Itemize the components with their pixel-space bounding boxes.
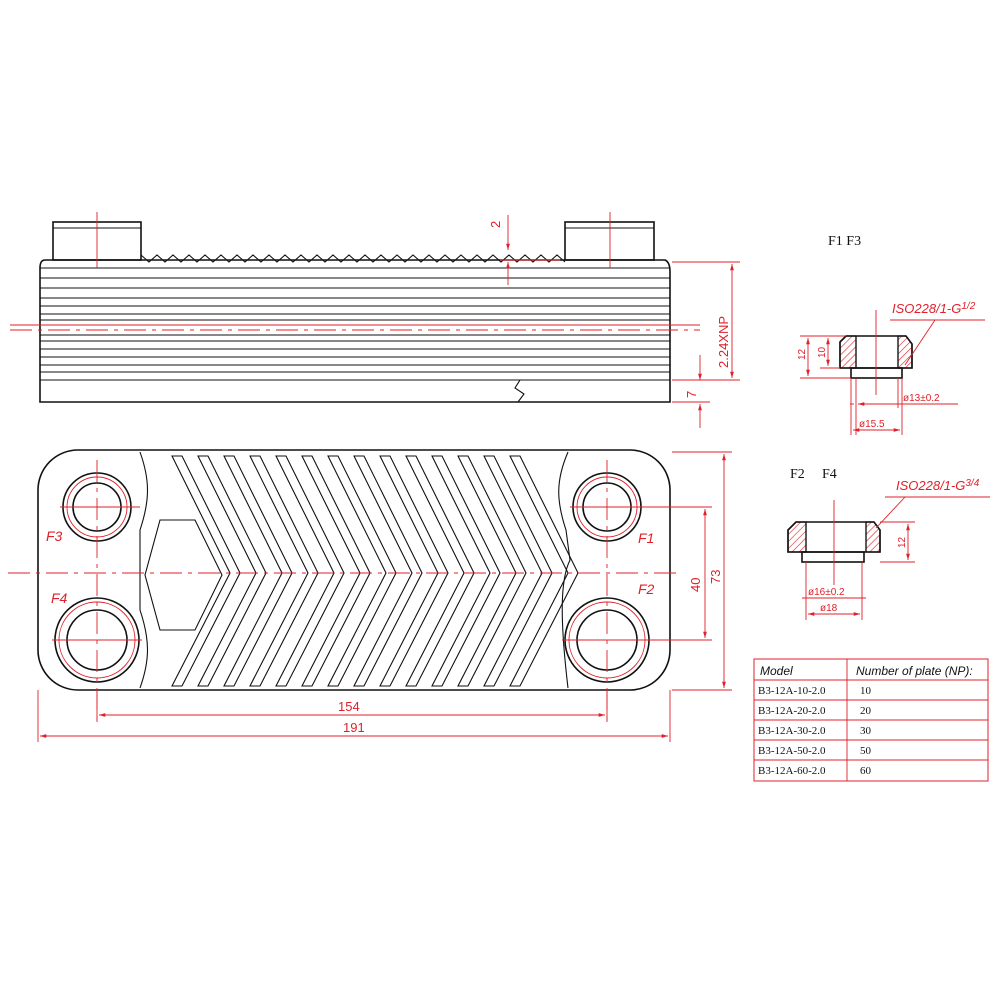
chevron <box>509 455 579 687</box>
chevron <box>197 455 267 687</box>
chevron <box>223 455 293 687</box>
dim-top-gap: 2 <box>488 221 503 228</box>
port-label-f1: F1 <box>638 530 654 546</box>
fitting-f1-f3-dim-bore: ø13±0.2 <box>903 393 940 404</box>
chevron <box>275 455 345 687</box>
table-row-np: 30 <box>860 725 872 737</box>
port-label-f3: F3 <box>46 528 63 544</box>
chevron <box>249 455 319 687</box>
fitting-f2-f4-thread: ISO228/1-G3/4 <box>896 478 980 493</box>
chevron-pattern <box>171 455 579 687</box>
table-row-model: B3-12A-60-2.0 <box>758 765 826 777</box>
plate-outline <box>37 449 671 691</box>
chevron <box>171 455 241 687</box>
table-row-model: B3-12A-10-2.0 <box>758 685 826 697</box>
table-header-np: Number of plate (NP): <box>856 664 973 678</box>
chevron <box>405 455 475 687</box>
chevron <box>379 455 449 687</box>
chevron <box>301 455 371 687</box>
fitting-f1-f3-title: F1 F3 <box>828 234 861 249</box>
fitting-f1-f3-detail: F1 F3 ISO228/1-G1/2 12 10 ø13±0.2 ø15.5 <box>797 234 985 435</box>
fitting-f1-f3-dim-inner-height: 10 <box>817 346 828 358</box>
table-row-np: 60 <box>860 765 872 777</box>
break-line <box>514 379 525 403</box>
port-label-f2: F2 <box>638 581 655 597</box>
dim-height-np: 2.24XNP <box>716 316 731 368</box>
fitting-f1-f3-dim-outer-height: 12 <box>797 348 808 360</box>
dim-total-width: 191 <box>343 720 365 735</box>
fitting-f2-f4-title-left: F2 <box>790 467 805 482</box>
chevron <box>353 455 423 687</box>
distribution-diamond <box>144 519 223 631</box>
table-row-np: 10 <box>860 685 872 697</box>
dim-total-height: 73 <box>708 570 723 584</box>
fitting-f2-f4-dim-outer: ø18 <box>820 603 838 614</box>
table-header-model: Model <box>760 664 793 678</box>
front-view: F3 F1 F4 F2 154 191 40 73 <box>8 449 732 742</box>
port-label-f4: F4 <box>51 590 68 606</box>
table-row-model: B3-12A-20-2.0 <box>758 705 826 717</box>
model-table: Model Number of plate (NP): B3-12A-10-2.… <box>753 658 989 782</box>
chevron <box>327 455 397 687</box>
side-body <box>39 259 671 403</box>
fitting-f2-f4-dim-bore: ø16±0.2 <box>808 587 845 598</box>
plate-lines <box>40 267 670 381</box>
dim-bottom: 7 <box>684 391 699 398</box>
fitting-f2-f4-dim-height: 12 <box>897 536 908 548</box>
table-row-model: B3-12A-30-2.0 <box>758 725 826 737</box>
chevron <box>483 455 553 687</box>
dim-inner-width: 154 <box>338 699 360 714</box>
table-row-np: 50 <box>860 745 872 757</box>
fitting-f2-f4-title-right: F4 <box>822 467 837 482</box>
dim-port-spacing: 40 <box>688 578 703 592</box>
table-row-model: B3-12A-50-2.0 <box>758 745 826 757</box>
chevron <box>431 455 501 687</box>
plate-zigzag <box>140 254 566 263</box>
fitting-f1-f3-thread: ISO228/1-G1/2 <box>892 301 976 316</box>
chevron <box>457 455 527 687</box>
side-view: 2 2.24XNP 7 <box>10 212 740 428</box>
fitting-f2-f4-detail: F2 F4 ISO228/1-G3/4 12 ø16±0.2 ø18 <box>787 467 990 620</box>
fitting-f1-f3-dim-outer: ø15.5 <box>859 419 885 430</box>
table-row-np: 20 <box>860 705 872 717</box>
